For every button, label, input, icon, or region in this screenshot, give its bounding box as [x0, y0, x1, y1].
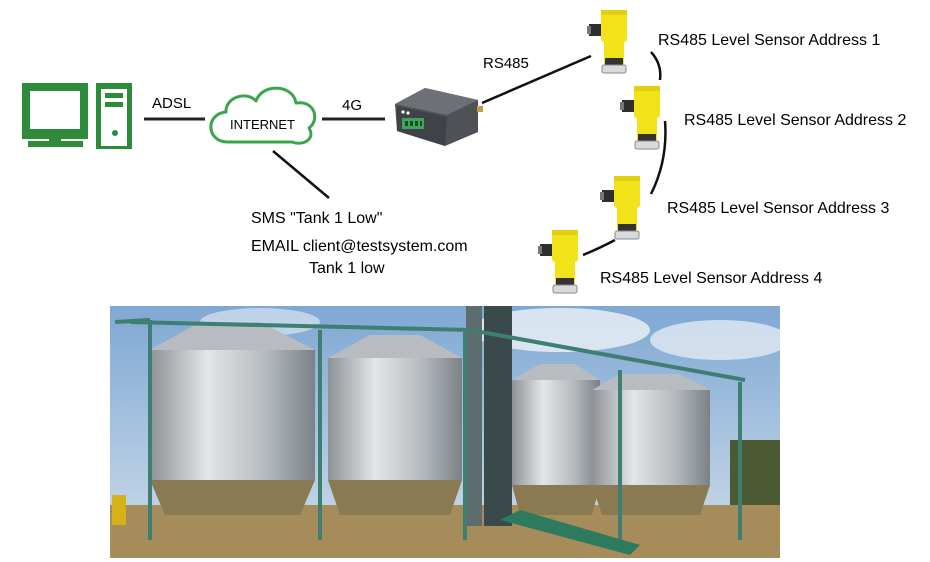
sensor-2-label: RS485 Level Sensor Address 2 — [684, 112, 906, 129]
sensor-link-1-2 — [650, 51, 662, 81]
sensor-link-2-3 — [649, 120, 667, 195]
sms-notification: SMS "Tank 1 Low" — [251, 210, 382, 227]
notification-link — [272, 150, 330, 199]
adsl-label: ADSL — [152, 95, 191, 112]
desktop-computer-icon — [22, 83, 132, 149]
grain-silo-photo — [110, 306, 780, 558]
sensor-4-label: RS485 Level Sensor Address 4 — [600, 270, 822, 287]
email-notification: EMAIL client@testsystem.com — [251, 238, 468, 255]
radar-level-sensor-icon — [538, 230, 578, 294]
sensor-1-label: RS485 Level Sensor Address 1 — [658, 32, 880, 49]
rs485-label: RS485 — [483, 55, 529, 72]
4g-label: 4G — [342, 97, 362, 114]
sensor-3-label: RS485 Level Sensor Address 3 — [667, 200, 889, 217]
radar-level-sensor-icon — [587, 10, 627, 74]
cloud-icon — [209, 86, 317, 145]
rs485-link — [481, 54, 592, 105]
4g-gateway-icon — [395, 88, 483, 146]
internet-label: INTERNET — [230, 117, 295, 132]
radar-level-sensor-icon — [620, 86, 660, 150]
radar-level-sensor-icon — [600, 176, 640, 240]
sensor-link-3-4 — [582, 238, 616, 257]
email-body: Tank 1 low — [309, 260, 385, 277]
